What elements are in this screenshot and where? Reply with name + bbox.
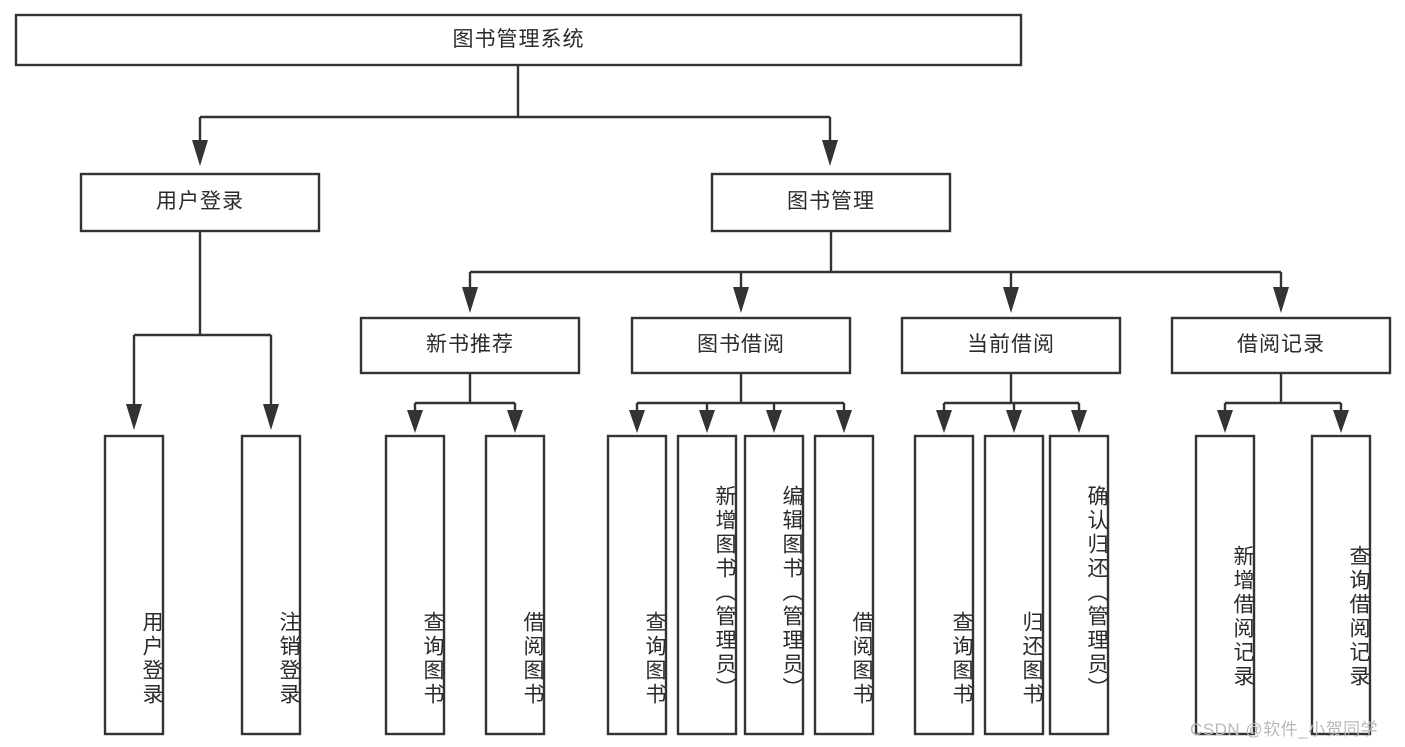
arrow-head-icon — [936, 410, 952, 433]
node-box-leaf-user-login[interactable] — [103, 434, 165, 736]
arrow-head-icon — [836, 410, 852, 433]
connector-new-book-recommend-to-leaves — [407, 373, 523, 433]
arrow-head-icon — [822, 140, 838, 166]
arrow-head-icon — [192, 140, 208, 166]
connector-borrow-record-to-leaves — [1217, 373, 1349, 433]
connector-user-login-to-leaves — [126, 231, 279, 430]
node-box-current-borrow[interactable] — [900, 316, 1122, 375]
node-box-leaf-query-book-3[interactable] — [913, 434, 975, 736]
arrow-head-icon — [1006, 410, 1022, 433]
arrow-head-icon — [462, 287, 478, 313]
arrow-head-icon — [263, 404, 279, 430]
node-box-book-borrow[interactable] — [630, 316, 852, 375]
arrow-head-icon — [733, 287, 749, 313]
connector-current-borrow-to-leaves — [936, 373, 1087, 433]
arrow-head-icon — [407, 410, 423, 433]
node-box-leaf-query-book-2[interactable] — [606, 434, 668, 736]
node-box-leaf-borrow-book-2[interactable] — [813, 434, 875, 736]
arrow-head-icon — [1273, 287, 1289, 313]
csdn-watermark: CSDN @软件_小贺同学 — [1190, 720, 1379, 739]
node-box-user-login[interactable] — [79, 172, 321, 233]
arrow-head-icon — [507, 410, 523, 433]
connector-root-to-level2 — [192, 65, 838, 166]
node-box-borrow-record[interactable] — [1170, 316, 1392, 375]
arrow-head-icon — [699, 410, 715, 433]
node-box-leaf-borrow-book-1[interactable] — [484, 434, 546, 736]
arrow-head-icon — [1333, 410, 1349, 433]
node-box-leaf-confirm-return[interactable] — [1048, 434, 1110, 736]
node-box-leaf-user-logout[interactable] — [240, 434, 302, 736]
arrow-head-icon — [1217, 410, 1233, 433]
arrow-head-icon — [1003, 287, 1019, 313]
arrow-head-icon — [766, 410, 782, 433]
arrow-head-icon — [629, 410, 645, 433]
node-box-root[interactable] — [14, 13, 1023, 67]
node-box-new-book-recommend[interactable] — [359, 316, 581, 375]
node-box-book-manage[interactable] — [710, 172, 952, 233]
node-box-leaf-add-book[interactable] — [676, 434, 738, 736]
node-box-leaf-query-book-1[interactable] — [384, 434, 446, 736]
node-box-leaf-add-record[interactable] — [1194, 434, 1256, 736]
node-box-leaf-query-record[interactable] — [1310, 434, 1372, 736]
connector-book-manage-to-level3 — [462, 231, 1289, 313]
arrow-head-icon — [1071, 410, 1087, 433]
node-box-leaf-return-book[interactable] — [983, 434, 1045, 736]
connector-book-borrow-to-leaves — [629, 373, 852, 433]
node-box-leaf-edit-book[interactable] — [743, 434, 805, 736]
arrow-head-icon — [126, 404, 142, 430]
